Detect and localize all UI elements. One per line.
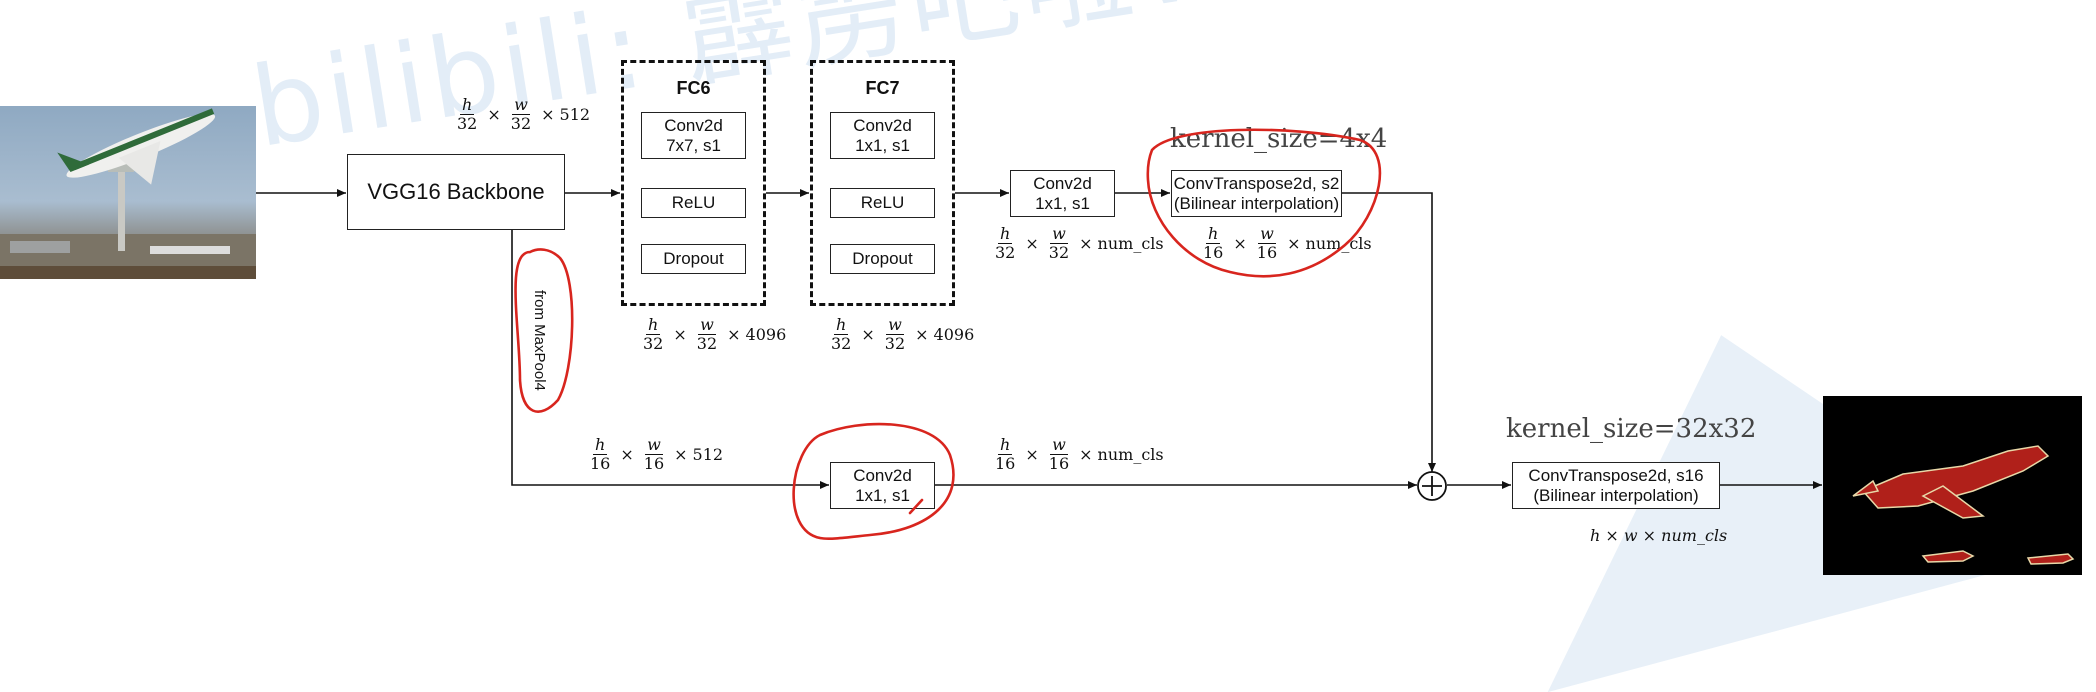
dim-h-den: 16 (995, 454, 1016, 473)
dim-w-den: 16 (1256, 243, 1278, 262)
red-annotations (514, 128, 1382, 540)
dim-w-den: 32 (696, 334, 718, 353)
tconv-s16-kernel-label: kernel_size=32x32 (1506, 414, 1757, 444)
fc7-conv2d-label: Conv2d (853, 115, 912, 135)
fc6-dropout-label: Dropout (663, 249, 724, 268)
dim-h-den: 16 (1203, 243, 1224, 262)
dim-w: w (698, 315, 716, 335)
fc6-conv2d-block: Conv2d 7x7, s1 (641, 112, 746, 159)
score-conv2d-pool4-label: Conv2d (853, 465, 912, 485)
fc7-relu-block: ReLU (830, 188, 935, 218)
fc6-dropout-block: Dropout (641, 244, 746, 274)
tconv-s2-block: ConvTranspose2d, s2 (Bilinear interpolat… (1171, 170, 1342, 217)
dim-channels: 4096 (745, 325, 787, 344)
connector-layer (256, 128, 1822, 540)
input-image-airplane (0, 106, 256, 279)
arrow-tconv-s2-to-add (1342, 192, 1436, 472)
segmentation-mask-graphic (1852, 445, 2075, 565)
score-conv2d-top-params: 1x1, s1 (1035, 193, 1090, 213)
fc7-relu-label: ReLU (860, 193, 905, 212)
score-conv2d-top-label: Conv2d (1033, 173, 1092, 193)
red-pen-mark (908, 498, 924, 515)
dim-channels: num_cls (1097, 234, 1164, 253)
score-conv2d-pool4-params: 1x1, s1 (855, 485, 910, 505)
dim-h: h (646, 315, 661, 335)
dim-w: w (512, 95, 530, 115)
dim-w-den: 32 (510, 114, 532, 133)
fc6-relu-label: ReLU (671, 193, 716, 212)
vgg16-backbone-label: VGG16 Backbone (367, 179, 545, 204)
fc7-group (810, 60, 955, 306)
score-conv2d-top-block: Conv2d 1x1, s1 (1010, 170, 1115, 217)
dim-w: w (886, 315, 904, 335)
dim-h: h (460, 95, 475, 115)
tconv-s2-label: ConvTranspose2d, s2 (1173, 173, 1340, 193)
dim-h: h (1206, 224, 1221, 244)
dim-h-den: 32 (643, 334, 664, 353)
dim-w-den: 32 (1048, 243, 1070, 262)
red-circle-maxpool4 (514, 248, 574, 413)
dim-final-out: h × w × num_cls (1590, 526, 1727, 545)
airplane-photo-graphic (0, 108, 256, 279)
dim-h: h (998, 224, 1013, 244)
tconv-s2-params: (Bilinear interpolation) (1173, 193, 1340, 213)
fc6-group (621, 60, 766, 306)
red-circle-tconv-s2 (1146, 128, 1382, 278)
output-segmentation-image (1823, 396, 2082, 575)
fc6-relu-block: ReLU (641, 188, 746, 218)
tconv-s16-label: ConvTranspose2d, s16 (1528, 465, 1704, 485)
fc6-conv2d-label: Conv2d (664, 115, 723, 135)
dim-channels: 512 (692, 445, 724, 464)
dim-h-den: 32 (457, 114, 478, 133)
dim-channels: num_cls (1305, 234, 1372, 253)
dim-w: w (1258, 224, 1276, 244)
vgg16-backbone-block: VGG16 Backbone (347, 154, 565, 230)
dim-channels: num_cls (1097, 445, 1164, 464)
dim-h: h (998, 435, 1013, 455)
dim-w: w (1050, 224, 1068, 244)
tconv-s16-block: ConvTranspose2d, s16 (Bilinear interpola… (1512, 462, 1720, 509)
dim-w-den: 16 (643, 454, 665, 473)
dim-h: h (834, 315, 849, 335)
fc7-dropout-block: Dropout (830, 244, 935, 274)
fc7-dropout-label: Dropout (852, 249, 913, 268)
dim-w-den: 16 (1048, 454, 1070, 473)
add-node-icon (1417, 471, 1447, 501)
red-circle-conv-bottom (792, 422, 955, 540)
dim-h-den: 16 (590, 454, 611, 473)
arrow-maxpool4-branch (511, 230, 829, 489)
fc7-conv2d-params: 1x1, s1 (855, 135, 910, 155)
dim-h-den: 32 (995, 243, 1016, 262)
dim-w: w (1050, 435, 1068, 455)
fc6-conv2d-params: 7x7, s1 (666, 135, 721, 155)
fc7-conv2d-block: Conv2d 1x1, s1 (830, 112, 935, 159)
fc6-title: FC6 (676, 78, 711, 98)
dim-w: w (645, 435, 663, 455)
dim-h-den: 32 (831, 334, 852, 353)
tconv-s16-params: (Bilinear interpolation) (1533, 485, 1699, 505)
dim-h: h (593, 435, 608, 455)
score-conv2d-pool4-block: Conv2d 1x1, s1 (830, 462, 935, 509)
dim-final-text: h × w × num_cls (1590, 526, 1728, 545)
dim-channels: 4096 (933, 325, 975, 344)
dim-channels: 512 (559, 105, 591, 124)
fc7-title: FC7 (865, 78, 900, 98)
dim-w-den: 32 (884, 334, 906, 353)
